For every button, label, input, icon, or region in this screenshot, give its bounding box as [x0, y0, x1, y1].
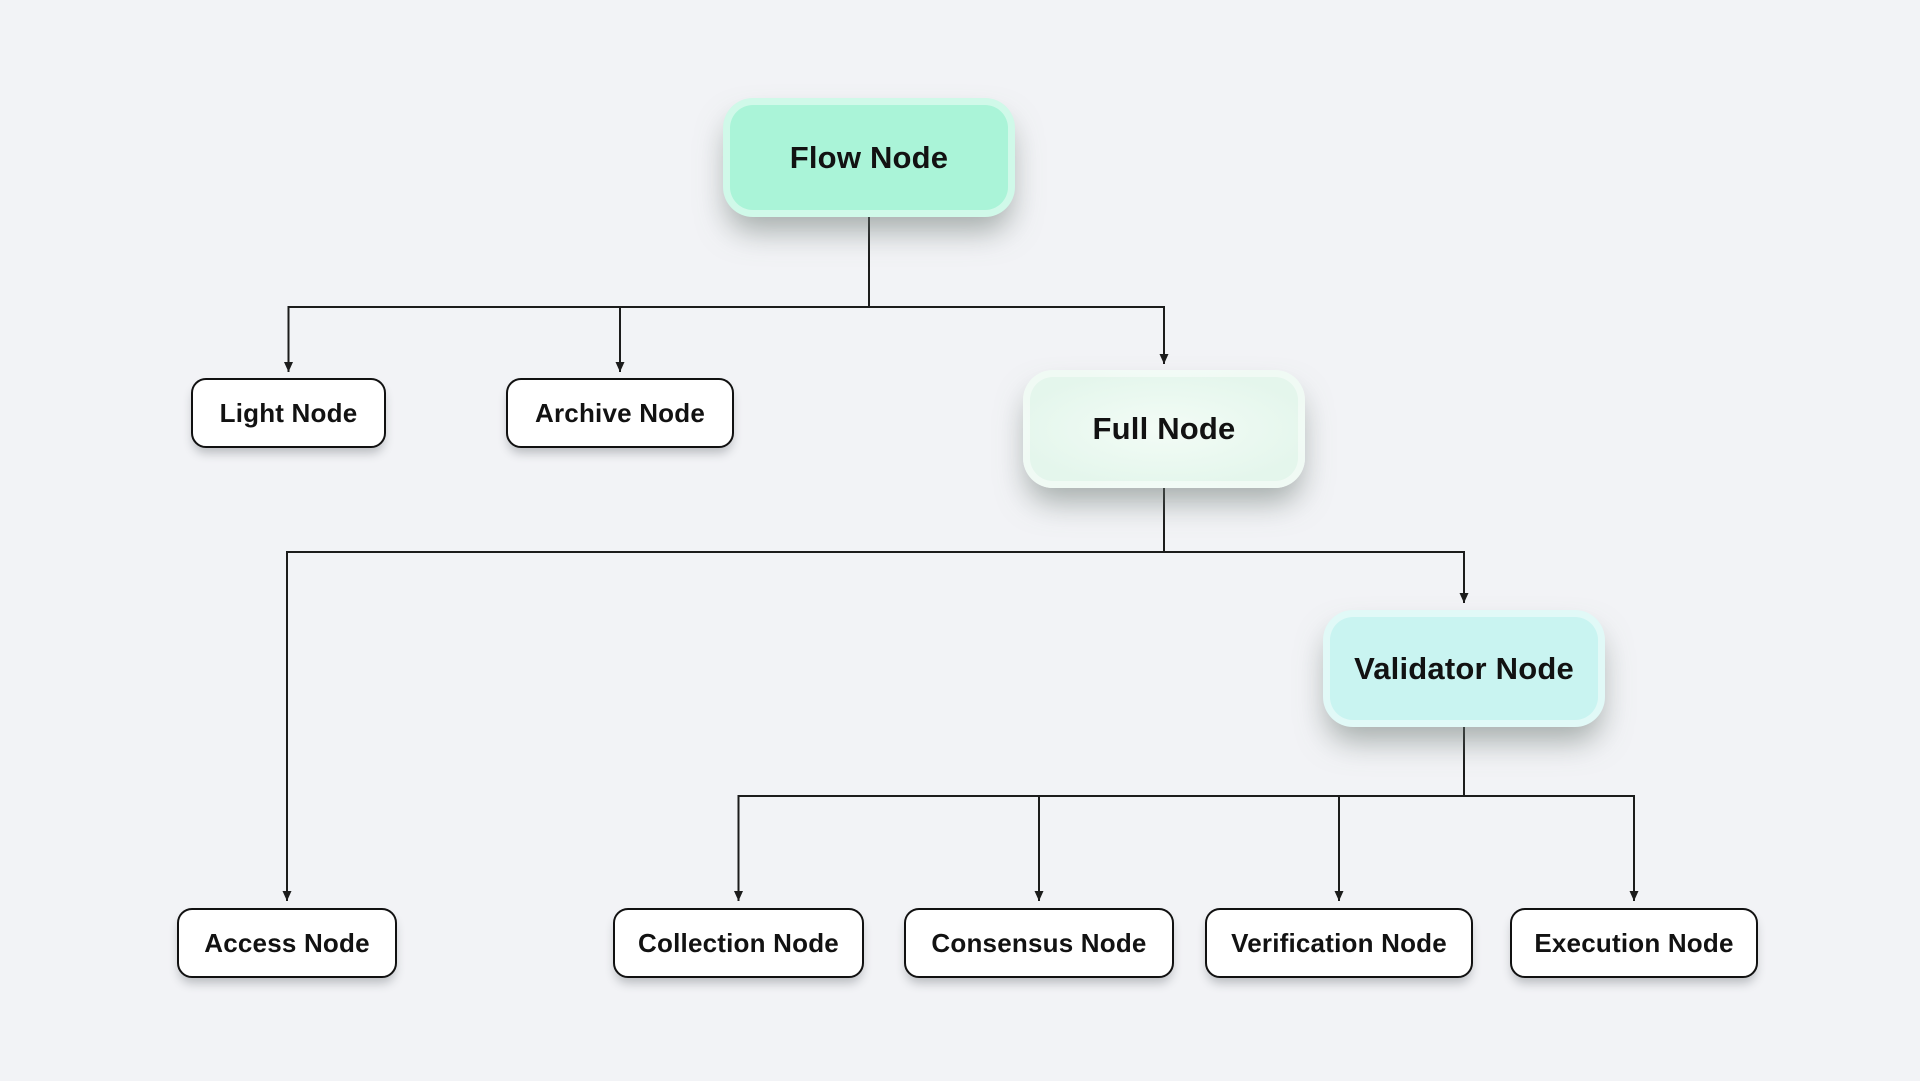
node-light-node: Light Node — [191, 378, 386, 448]
node-access-node: Access Node — [177, 908, 397, 978]
node-verification-node: Verification Node — [1205, 908, 1473, 978]
node-validator-node-label: Validator Node — [1354, 650, 1574, 686]
edge-validator-to-children — [734, 727, 1639, 901]
edge-full-to-children — [282, 488, 1469, 901]
node-flow-node: Flow Node — [723, 98, 1015, 217]
node-collection-node-label: Collection Node — [638, 927, 839, 958]
node-archive-node: Archive Node — [506, 378, 734, 448]
edge-flow-to-children — [284, 217, 1169, 372]
node-full-node: Full Node — [1023, 370, 1305, 488]
node-execution-node: Execution Node — [1510, 908, 1758, 978]
node-full-node-label: Full Node — [1092, 411, 1236, 446]
node-archive-node-label: Archive Node — [534, 397, 705, 428]
node-flow-node-label: Flow Node — [789, 139, 949, 175]
node-consensus-node-label: Consensus Node — [931, 927, 1147, 958]
node-execution-node-label: Execution Node — [1534, 927, 1734, 958]
node-collection-node: Collection Node — [613, 908, 864, 978]
node-light-node-label: Light Node — [219, 397, 358, 428]
node-validator-node: Validator Node — [1323, 610, 1605, 727]
node-access-node-label: Access Node — [204, 927, 370, 958]
node-verification-node-label: Verification Node — [1231, 927, 1447, 958]
node-consensus-node: Consensus Node — [904, 908, 1174, 978]
